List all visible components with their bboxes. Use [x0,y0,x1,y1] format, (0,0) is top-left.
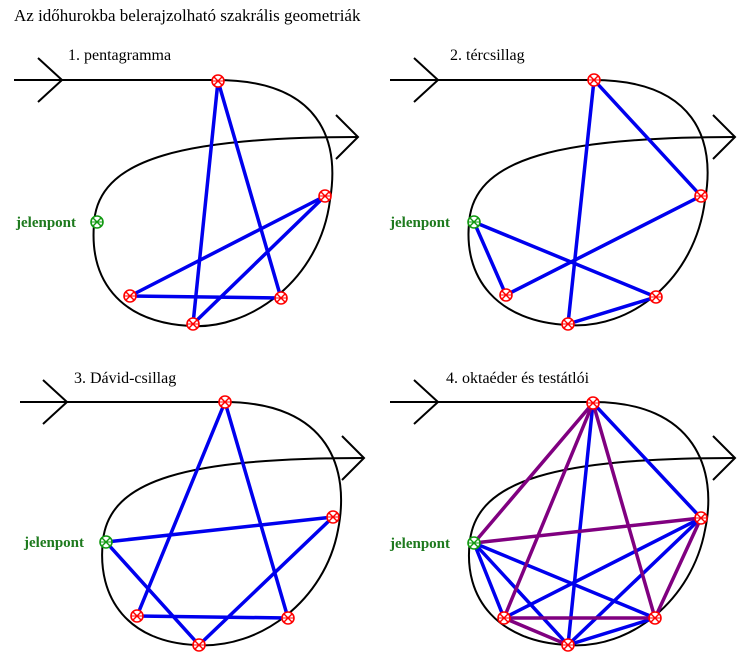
node-point [130,609,144,623]
star-line [592,78,703,198]
pentagram-lines [128,79,327,326]
present-point-label: jelenpont [15,215,76,231]
star-line [104,515,335,544]
lower-arrow-head [335,114,360,160]
node-point [326,510,340,524]
panel-title: 2. tércsillag [450,47,525,64]
panel-title: 1. pentagramma [68,47,171,64]
panel-pentagramma: 1. pentagramma jelenpont [14,47,360,331]
upper-arrow-head [413,57,440,103]
lower-arrow-head [341,435,366,481]
lower-arrow-head [712,435,737,481]
node-point [281,611,295,625]
panel-title: 4. oktaéder és testátlói [446,370,590,387]
octahedron-edges [472,401,703,647]
panel-david-csillag: 3. Dávid-csillag jelenpont [20,370,366,652]
node-point [218,395,232,409]
star-line [472,220,508,297]
node-point [499,288,513,302]
node-point [648,611,662,625]
node-point [649,290,663,304]
star-line [566,295,658,326]
upper-arrow-head [42,379,69,425]
star-line [104,540,201,647]
node-point [123,289,137,303]
loop-ellipse [467,79,736,327]
upper-arrow-head [37,57,64,103]
time-loop [14,57,360,328]
present-point-label: jelenpont [23,535,84,551]
star-line [128,194,327,298]
star-line [197,515,335,647]
present-point-node [467,215,481,229]
star-line [566,78,596,326]
present-point-node [99,535,113,549]
diagonal-line [591,401,657,620]
node-point [587,73,601,87]
panel-oktaeder: 4. oktaéder és testátlói [389,370,737,652]
lower-arrow-head [712,114,737,160]
node-point [192,638,206,652]
star-line [504,194,703,297]
panel-tercsillag: 2. tércsillag jelenpont [389,47,737,331]
node-point [318,189,332,203]
node-point [586,396,600,410]
diagonal-line [472,401,595,545]
time-loop [20,379,366,647]
edge-line [472,541,570,647]
edge-line [472,541,657,620]
diagonal-line [653,516,703,620]
edge-line [566,516,703,647]
star-line [191,79,220,326]
edge-line [566,401,595,647]
node-point [186,317,200,331]
star-line [135,400,227,618]
tercsillag-lines [472,78,703,326]
star-line [223,400,290,620]
edge-line [591,401,703,520]
star-line [472,220,658,299]
diagonal-line [502,401,595,620]
edge-line [502,516,703,620]
node-point [694,511,708,525]
star-line [135,614,290,620]
node-point [274,291,288,305]
present-point-label: jelenpont [389,215,450,231]
diagonal-line [472,516,703,545]
present-point-node [90,215,104,229]
node-point [561,638,575,652]
node-point [561,317,575,331]
time-loop [390,57,737,327]
time-loop [390,379,737,647]
edge-line [566,616,657,647]
david-lines [104,400,335,647]
node-point [694,189,708,203]
star-line [191,194,327,326]
present-point-label: jelenpont [389,536,450,552]
present-point-node [467,536,481,550]
upper-arrow-head [413,379,440,425]
star-line [128,294,283,300]
octahedron-diagonals [472,401,703,647]
star-line [216,79,283,300]
panel-title: 3. Dávid-csillag [74,370,176,387]
node-point [497,611,511,625]
page-title: Az időhurokba belerajzolható szakrális g… [14,6,361,25]
edge-line [472,541,506,620]
node-point [211,74,225,88]
diagonal-line [502,616,570,647]
